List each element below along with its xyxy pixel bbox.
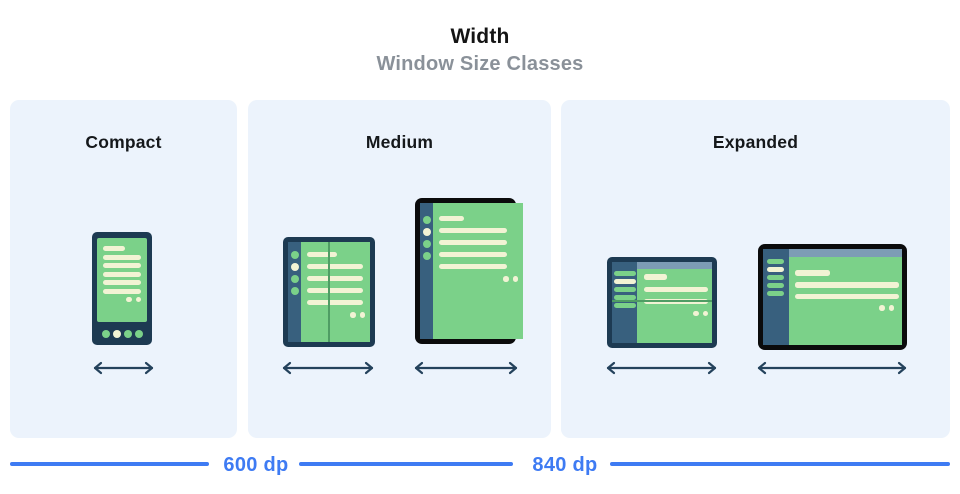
panel-expanded: Expanded	[561, 100, 950, 438]
content-line	[103, 255, 141, 260]
width-arrow	[756, 361, 908, 375]
panel-medium-title: Medium	[365, 132, 434, 152]
sidebar-line	[614, 303, 636, 308]
tablet-portrait-illustration	[415, 198, 523, 344]
content-line	[439, 240, 507, 245]
nav-dot	[101, 329, 110, 338]
sidebar-line	[767, 291, 784, 296]
content-line	[307, 264, 363, 269]
content-line	[307, 276, 363, 281]
screen-content	[789, 257, 902, 311]
content-line	[439, 228, 507, 233]
app-top-bar	[637, 262, 712, 269]
content-line-short	[644, 274, 667, 280]
width-arrow	[92, 361, 155, 375]
foldable-landscape-illustration	[607, 257, 717, 348]
content-dots	[307, 312, 365, 318]
ruler-line-segment	[10, 462, 209, 466]
sidebar-line	[614, 287, 636, 292]
screen-content	[637, 269, 712, 317]
phone-nav-bar	[92, 322, 152, 345]
width-arrow	[413, 361, 519, 375]
nav-dot	[112, 329, 121, 338]
sidebar-line	[767, 267, 784, 272]
fold-crease	[328, 242, 330, 342]
rail-dot	[422, 228, 431, 236]
panel-medium: Medium	[248, 100, 551, 438]
nav-dot	[134, 329, 143, 338]
foldable-screen	[301, 242, 370, 342]
panel-compact-title: Compact	[85, 132, 162, 152]
content-line-short	[103, 246, 125, 251]
content-line	[644, 286, 708, 292]
fold-crease	[612, 300, 712, 302]
width-arrow	[281, 361, 375, 375]
tablet-screen	[433, 203, 523, 339]
phone-screen	[97, 238, 147, 322]
sidebar-line	[767, 275, 784, 280]
rail-dot	[422, 252, 431, 260]
content-line	[795, 293, 899, 299]
width-arrow	[605, 361, 718, 375]
rail-dot	[290, 275, 299, 283]
content-line	[103, 280, 141, 286]
diagram-title: Width	[450, 25, 510, 48]
foldable-landscape-screen	[637, 262, 712, 343]
content-line	[103, 288, 141, 294]
content-dots	[103, 296, 141, 303]
sidebar-line	[614, 295, 636, 300]
desktop-illustration	[758, 244, 907, 350]
rail-dot	[290, 287, 299, 295]
content-line	[307, 300, 363, 305]
content-line	[103, 263, 141, 269]
sidebar-rail	[288, 242, 301, 342]
sidebar-rail	[420, 203, 433, 339]
app-top-bar	[789, 249, 902, 257]
sidebar-line	[767, 283, 784, 288]
content-dots	[795, 305, 894, 311]
phone-illustration	[92, 232, 152, 345]
nav-dot	[123, 329, 132, 338]
rail-dot	[422, 240, 431, 248]
sidebar-line	[614, 279, 636, 284]
ruler-line-segment	[610, 462, 950, 466]
diagram-subtitle: Window Size Classes	[376, 53, 584, 75]
content-line-short	[795, 270, 830, 276]
rail-dot	[290, 263, 299, 271]
rail-dot	[290, 251, 299, 259]
panel-compact: Compact	[10, 100, 237, 438]
content-line	[103, 271, 141, 277]
rail-dot	[422, 216, 431, 224]
content-dots	[644, 310, 708, 317]
content-line	[795, 282, 899, 288]
breakpoint-600dp-label: 600 dp	[223, 454, 289, 476]
desktop-screen	[789, 249, 902, 345]
sidebar-panel	[612, 262, 637, 343]
content-line	[439, 264, 507, 269]
foldable-open-illustration	[283, 237, 375, 347]
content-dots	[439, 276, 518, 282]
sidebar-line	[767, 259, 784, 264]
content-line	[439, 252, 507, 257]
panel-expanded-title: Expanded	[712, 132, 799, 152]
content-line	[307, 288, 363, 293]
sidebar-line	[614, 271, 636, 276]
sidebar-panel	[763, 249, 789, 345]
breakpoint-840dp-label: 840 dp	[532, 454, 598, 476]
content-line-short	[307, 252, 337, 257]
content-line-short	[439, 216, 464, 221]
ruler-line-segment	[299, 462, 513, 466]
